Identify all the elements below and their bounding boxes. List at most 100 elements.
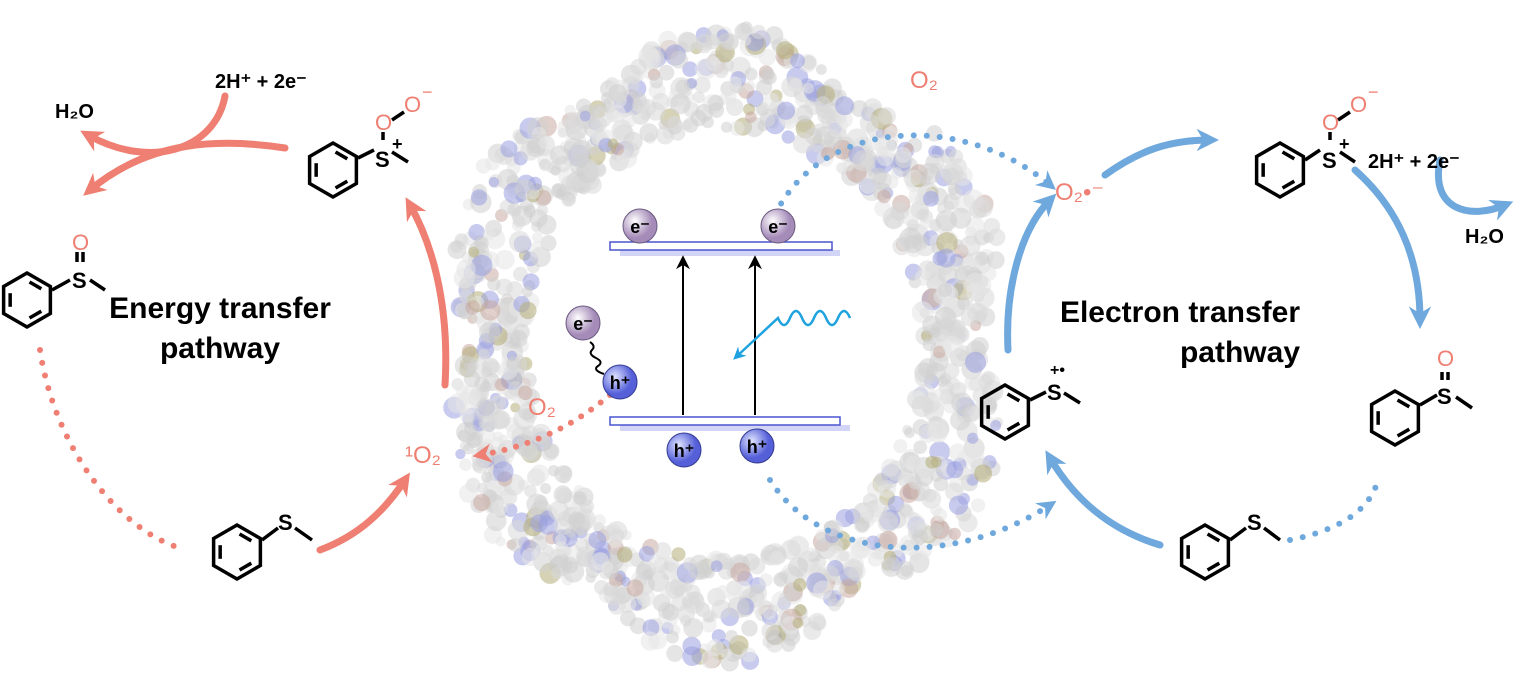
atom-sphere [850,100,868,118]
benzene-ring [307,140,359,200]
atom-sphere [536,214,557,235]
atom-sphere [788,556,809,578]
atom-sphere [941,162,964,185]
electron-title-2: pathway [1180,336,1300,369]
svg-text:h⁺: h⁺ [610,373,631,393]
atom-sphere [707,94,724,112]
atom-sphere [721,648,733,660]
atom-sphere [874,472,888,486]
atom-sphere [640,631,661,651]
sulfide-s-left: S [278,510,293,535]
atom-sphere [624,142,640,158]
atom-sphere [936,248,956,268]
atom-sphere [492,461,514,482]
atom-sphere [620,610,637,627]
atom-sphere [632,96,650,114]
peroxy-charge-right: + [1339,134,1350,154]
atom-sphere [536,204,549,217]
cof-framework-spacefill [443,21,1006,672]
atom-sphere [588,531,607,549]
benzene-ring [211,522,263,582]
atom-sphere [805,547,818,560]
atom-sphere [895,146,912,163]
atom-sphere [639,123,659,143]
atom-sphere [769,550,784,566]
atom-sphere [904,427,915,439]
atom-sphere [555,534,567,547]
atom-sphere [447,393,468,414]
atom-sphere [494,249,515,270]
atom-sphere [870,167,888,185]
atom-sphere [453,267,475,289]
atom-sphere [491,499,508,516]
conduction-band [609,241,833,251]
atom-sphere [801,55,817,70]
atom-sphere [886,460,908,482]
atom-sphere [701,116,714,129]
atom-sphere [859,113,879,133]
atom-sphere [974,464,993,483]
atom-sphere [487,277,501,291]
atom-sphere [718,32,735,49]
atom-sphere [952,381,967,396]
atom-sphere [563,112,585,134]
atom-sphere [789,77,803,92]
atom-sphere [682,61,698,77]
atom-sphere [568,511,585,529]
atom-sphere [535,498,548,510]
atom-sphere [654,542,672,560]
svg-text:h⁺: h⁺ [674,441,695,461]
atom-sphere [744,80,756,92]
electron-transfer-arrows [767,128,1514,551]
atom-sphere [725,97,736,108]
singlet-oxygen-label: ¹O₂ [405,442,441,469]
atom-sphere [877,189,891,204]
atom-sphere [960,307,980,327]
atom-sphere [972,387,988,404]
atom-sphere [519,301,537,320]
svg-text:e⁻: e⁻ [768,217,788,237]
atom-sphere [859,152,874,168]
atom-sphere [968,257,980,269]
peroxy-o1-right: O [1322,110,1339,135]
atom-sphere [529,240,548,259]
atom-sphere [790,53,805,69]
atom-sphere [861,503,882,523]
atom-sphere [560,174,582,195]
atom-sphere [912,529,929,545]
atom-sphere [725,629,738,643]
atom-sphere [669,50,688,69]
atom-sphere [922,315,942,336]
atom-sphere [734,580,751,597]
light-wave-icon [733,309,852,360]
valence-band [609,416,841,426]
atom-sphere [667,115,682,130]
atom-sphere [910,550,930,570]
atom-sphere [946,461,964,479]
electron-particle: e⁻ [760,208,796,244]
atom-sphere [459,458,472,472]
atom-sphere [884,558,896,571]
atom-sphere [523,443,542,462]
atom-sphere [906,169,923,186]
atom-sphere [510,402,521,413]
atom-sphere [682,117,699,133]
atom-sphere [947,182,960,195]
atom-sphere [936,232,958,254]
atom-sphere [925,455,939,469]
atom-sphere [793,578,807,592]
atom-sphere [948,443,967,462]
atom-sphere [826,545,845,564]
atom-sphere [933,508,948,523]
atom-sphere [705,34,721,50]
atom-sphere [652,92,670,111]
atom-sphere [918,424,937,443]
atom-sphere [904,234,923,254]
atom-sphere [981,265,997,281]
atom-sphere [683,618,704,638]
atom-sphere [981,370,996,385]
atom-sphere [498,434,509,445]
atom-sphere [458,289,473,304]
atom-sphere [642,619,660,637]
